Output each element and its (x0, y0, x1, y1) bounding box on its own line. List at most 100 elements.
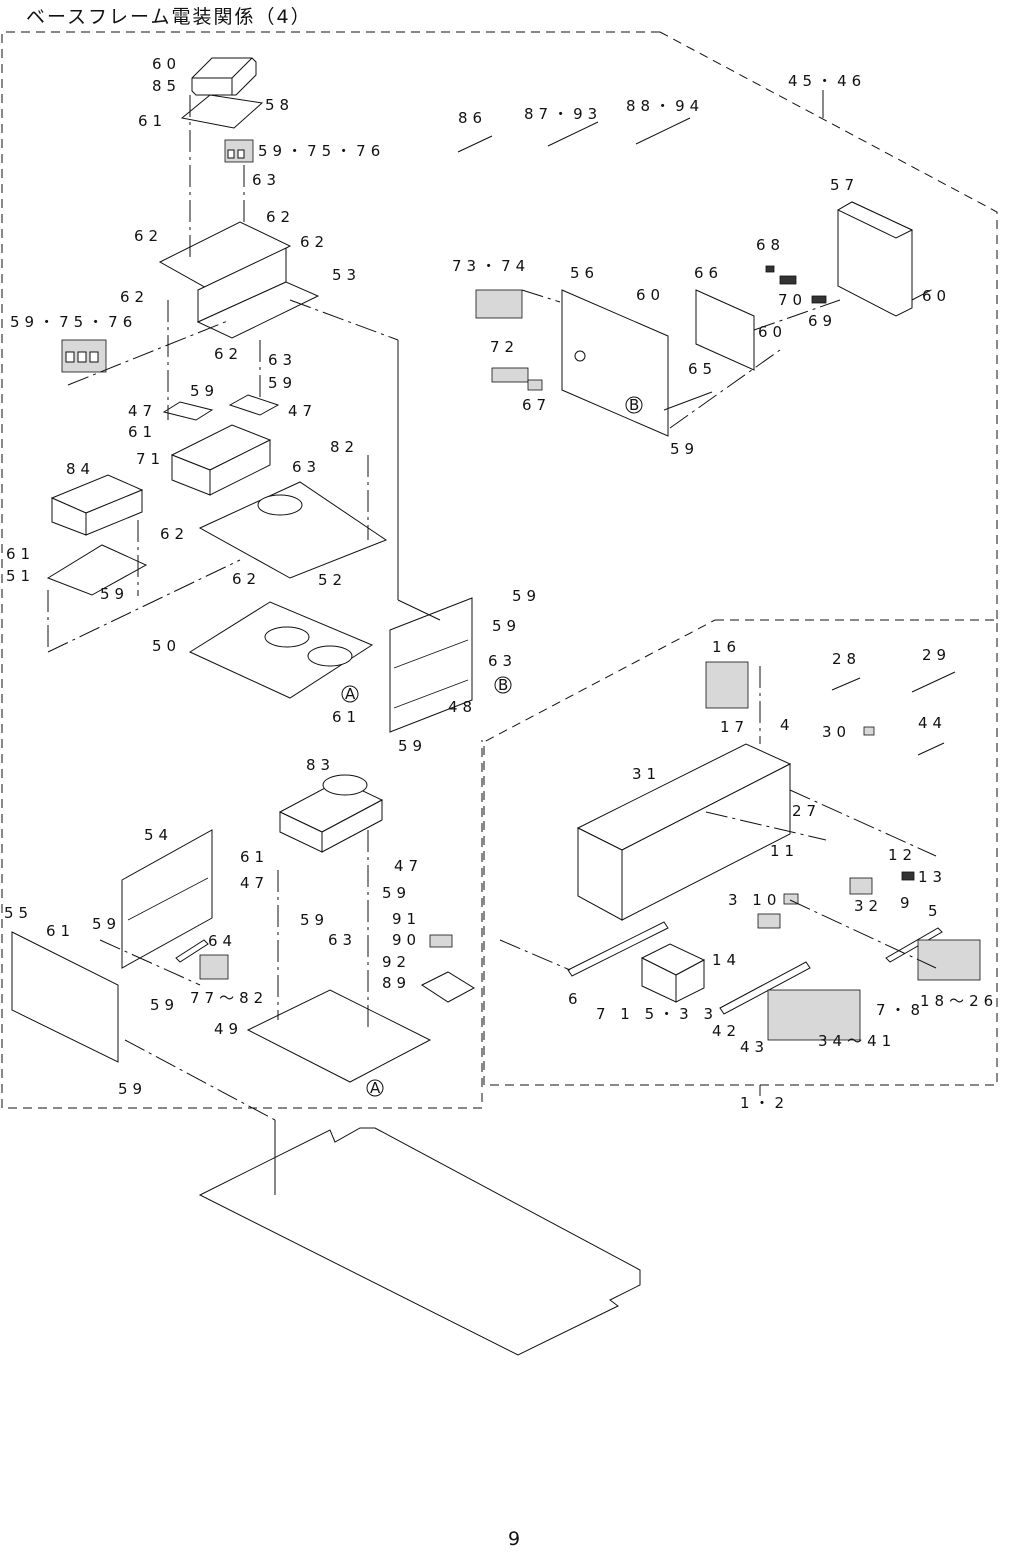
callout: 61 (128, 423, 157, 441)
callout: 34～41 (818, 1032, 896, 1050)
part-terminals-18-26 (917, 939, 981, 981)
part-rail-5 (885, 927, 943, 963)
callout: 54 (144, 826, 173, 844)
page-number: 9 (508, 1528, 521, 1550)
callout: 32 (854, 897, 883, 915)
group-boundary-right (483, 31, 998, 1096)
leader-lines-right-bottom (499, 666, 937, 971)
callout: 47 (240, 874, 269, 892)
part-relays-73-74 (475, 289, 523, 319)
svg-text:A: A (370, 1079, 385, 1097)
part-plate-58 (180, 94, 264, 129)
callout: 63 (328, 931, 357, 949)
svg-text:B: B (629, 396, 644, 414)
part-bracket-47 (162, 394, 280, 421)
part-relay-block (61, 339, 107, 373)
callout: 61 (6, 545, 35, 563)
part-terminal-77-82 (199, 954, 229, 980)
callout: 56 (570, 264, 599, 282)
callout: 13 (918, 868, 947, 886)
callout: 63 (292, 458, 321, 476)
callout: 17 (720, 718, 749, 736)
part-transformer-14 (640, 943, 706, 1003)
callout: 59・75・76 (258, 142, 385, 160)
part-connector-30 (863, 726, 875, 736)
callout: 12 (888, 846, 917, 864)
callout: 85 (152, 77, 181, 95)
callout: 60 (636, 286, 665, 304)
part-box-cover-85 (191, 57, 257, 96)
part-relays-16 (705, 661, 749, 709)
part-rods-86-94 (457, 117, 691, 153)
callout: 59 (92, 915, 121, 933)
svg-text:B: B (498, 676, 513, 694)
part-enclosure-57 (836, 201, 914, 317)
callout: 63 (488, 652, 517, 670)
callout: 62 (120, 288, 149, 306)
callout: 62 (266, 208, 295, 226)
part-plate-51 (46, 544, 148, 596)
callout: 88・94 (626, 97, 704, 115)
callout: 62 (214, 345, 243, 363)
part-box-31 (576, 743, 792, 921)
callout: 61 (240, 848, 269, 866)
part-bracket-53 (158, 221, 320, 339)
callout: 31 (632, 765, 661, 783)
callout: 69 (808, 312, 837, 330)
callout: 61 (46, 922, 75, 940)
callout: 63 (252, 171, 281, 189)
part-unit-83 (278, 774, 384, 853)
callout: 67 (522, 396, 551, 414)
part-rod-29 (911, 671, 956, 693)
callout: 59・75・76 (10, 313, 137, 331)
page-title: ベースフレーム電装関係（4） (26, 6, 312, 28)
callout: 4 (780, 716, 795, 734)
part-panel-48 (389, 597, 473, 733)
part-rail-6 (567, 921, 669, 977)
callout: 90 (392, 931, 421, 949)
part-plate-52 (198, 481, 388, 579)
callout: 14 (712, 951, 741, 969)
part-rail-42 (719, 961, 811, 1015)
leader-lines-left (47, 95, 441, 1121)
callout: 72 (490, 338, 519, 356)
callout: 5 (928, 902, 943, 920)
part-panel-54 (121, 829, 213, 969)
part-connectors-11-13 (757, 871, 915, 929)
callout: 60 (152, 55, 181, 73)
callout: 83 (306, 756, 335, 774)
part-base-plate (198, 1120, 641, 1356)
part-panel-55 (11, 931, 119, 1063)
callout: 49 (214, 1020, 243, 1038)
callout: 42 (712, 1022, 741, 1040)
callout: 45・46 (788, 72, 866, 90)
callout: 64 (208, 932, 237, 950)
callout: 62 (300, 233, 329, 251)
callout: 11 (770, 842, 799, 860)
callout: 29 (922, 646, 951, 664)
callout: 77～82 (190, 989, 268, 1007)
reference-mark-a-lower: A (366, 1079, 385, 1097)
callout: 7 1 5・3 3 (596, 1005, 718, 1023)
callout: 16 (712, 638, 741, 656)
callout: 60 (922, 287, 951, 305)
callout: 70 (778, 291, 807, 309)
callout: 48 (448, 698, 477, 716)
part-unit-84 (50, 474, 144, 536)
callout: 92 (382, 953, 411, 971)
part-unit-71 (170, 424, 272, 496)
callout: 59 (118, 1080, 147, 1098)
callout: 62 (232, 570, 261, 588)
reference-mark-b-lower: B (494, 676, 513, 694)
callout: 59 (268, 374, 297, 392)
callout: 59 (398, 737, 427, 755)
callout: 30 (822, 723, 851, 741)
callout: 55 (4, 904, 33, 922)
callout: 73・74 (452, 257, 530, 275)
group-boundary-left (1, 31, 660, 1109)
part-rail-64 (175, 939, 209, 963)
callout: 91 (392, 910, 421, 928)
callout: 61 (332, 708, 361, 726)
callout: 59 (150, 996, 179, 1014)
reference-mark-b-upper: B (625, 396, 644, 414)
